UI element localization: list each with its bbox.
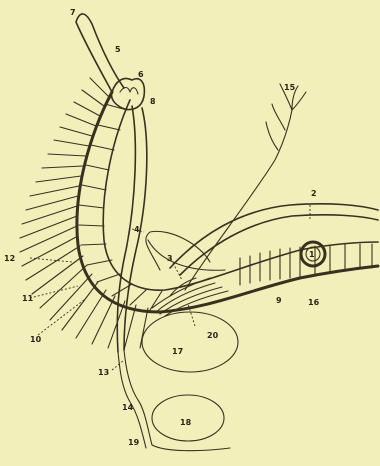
label-7: 7 — [70, 8, 76, 17]
label-4: 4 — [134, 225, 140, 234]
label-10: 10 — [30, 335, 42, 344]
descending-duct-2 — [118, 352, 146, 448]
label-18: 18 — [180, 418, 192, 427]
inner-loop-4 — [148, 240, 225, 270]
upper-tube-inner — [180, 215, 378, 275]
label-16: 16 — [308, 298, 320, 307]
label-13: 13 — [98, 368, 109, 377]
label-3: 3 — [167, 254, 173, 263]
branching-nerve — [185, 84, 306, 290]
oval-17 — [142, 312, 238, 372]
label-15: 15 — [284, 83, 296, 92]
label-5: 5 — [115, 45, 121, 54]
label-17: 17 — [172, 347, 183, 356]
descending-duct — [124, 350, 230, 451]
label-8: 8 — [150, 97, 156, 106]
label-9: 9 — [276, 296, 282, 305]
label-12: 12 — [4, 254, 15, 263]
arch-outer-wall — [77, 92, 378, 312]
label-19: 19 — [128, 438, 140, 447]
label-14: 14 — [122, 403, 134, 412]
label-1: 1 — [309, 250, 315, 259]
label-11: 11 — [22, 294, 34, 303]
label-2: 2 — [311, 189, 317, 198]
top-cup-inner — [120, 88, 138, 95]
label-20: 20 — [207, 331, 219, 340]
label-6: 6 — [138, 70, 144, 79]
